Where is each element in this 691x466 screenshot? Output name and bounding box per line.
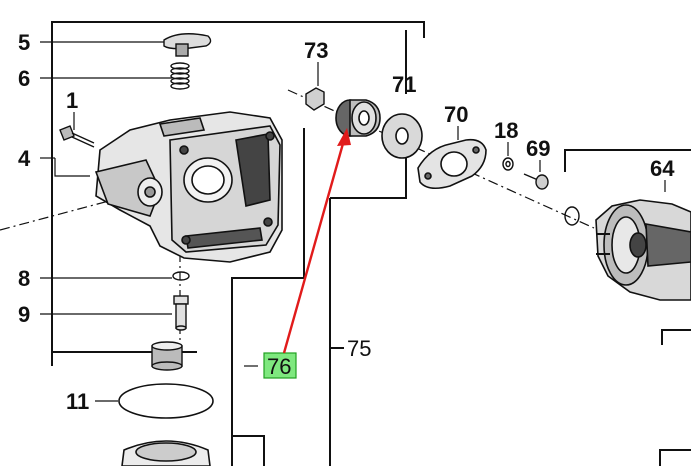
part-76-bearing bbox=[335, 99, 381, 137]
callout-8: 8 bbox=[18, 266, 30, 291]
part-8-ring bbox=[172, 271, 190, 281]
part-69-screw bbox=[523, 173, 549, 190]
part-18-washer bbox=[502, 157, 514, 171]
part-6-spring bbox=[170, 62, 190, 90]
callout-69: 69 bbox=[526, 136, 550, 161]
highlight-76 bbox=[263, 128, 351, 379]
part-4-gear-housing bbox=[94, 111, 283, 263]
bushing bbox=[151, 341, 183, 371]
callout-71: 71 bbox=[392, 72, 416, 97]
callout-9: 9 bbox=[18, 302, 30, 327]
part-73-nut bbox=[305, 87, 325, 111]
callout-5: 5 bbox=[18, 30, 30, 55]
callout-6: 6 bbox=[18, 66, 30, 91]
callout-76: 76 bbox=[267, 354, 291, 379]
callout-18: 18 bbox=[494, 118, 518, 143]
red-arrow-head bbox=[337, 128, 351, 146]
part-70-plate bbox=[417, 138, 487, 190]
callout-4: 4 bbox=[18, 146, 31, 171]
part-11-o-ring bbox=[118, 383, 214, 419]
part-1-screw bbox=[59, 125, 95, 148]
bottom-flange bbox=[121, 440, 211, 466]
highlight-box bbox=[263, 352, 297, 379]
part-71-washer bbox=[381, 113, 423, 159]
part-64-armature bbox=[595, 199, 691, 301]
callout-64: 64 bbox=[650, 156, 675, 181]
group-lines bbox=[51, 21, 691, 466]
part-5-knob bbox=[163, 33, 212, 57]
circlip bbox=[564, 206, 580, 226]
callout-70: 70 bbox=[444, 102, 468, 127]
red-arrow-shaft bbox=[282, 139, 346, 354]
callout-75: 75 bbox=[347, 336, 371, 361]
callout-73: 73 bbox=[304, 38, 328, 63]
callout-11: 11 bbox=[66, 389, 89, 414]
part-9-pin bbox=[173, 295, 189, 331]
callout-1: 1 bbox=[66, 88, 78, 113]
